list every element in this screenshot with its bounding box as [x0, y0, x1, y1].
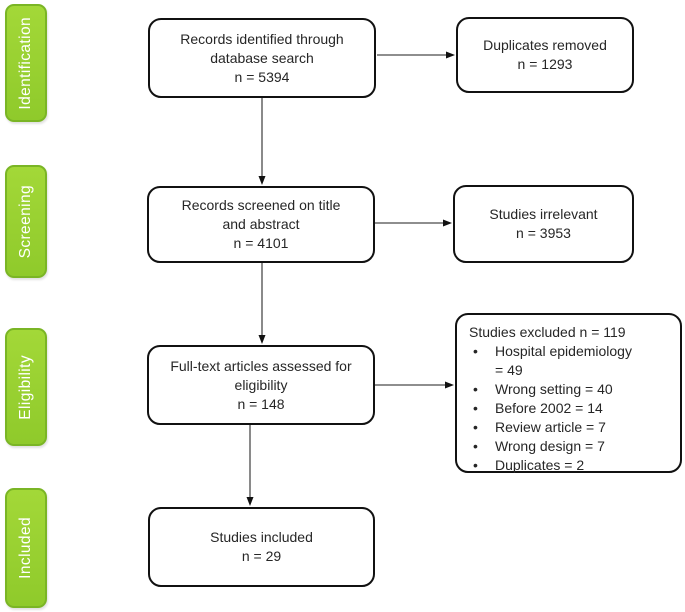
box-count: n = 4101: [233, 235, 289, 251]
stage-label-included: Included: [5, 488, 47, 608]
box-text-line: database search: [210, 49, 314, 66]
box-records-identified: Records identified through database sear…: [148, 18, 376, 98]
box-text-line: Records screened on title: [181, 197, 341, 213]
stage-label-text: Included: [17, 517, 34, 579]
excluded-reason-item: Hospital epidemiology = 49: [469, 342, 641, 380]
box-text-line: Duplicates removed: [483, 37, 607, 53]
box-text-line: Studies irrelevant: [489, 206, 598, 222]
box-count: n = 148: [237, 395, 285, 412]
box-fulltext-assessed: Full-text articles assessed for eligibil…: [147, 345, 375, 425]
excluded-reason-item: Wrong setting = 40: [469, 380, 641, 399]
box-text-line: Records identified through: [180, 30, 344, 47]
box-text-line: and abstract: [222, 216, 300, 232]
excluded-reason-item: Review article = 7: [469, 418, 641, 437]
stage-label-text: Eligibility: [17, 354, 34, 420]
box-count: n = 29: [241, 548, 282, 564]
box-studies-excluded: Studies excluded n = 119 Hospital epidem…: [455, 313, 682, 475]
excluded-title: Studies excluded n = 119: [469, 324, 626, 340]
stage-label-eligibility: Eligibility: [5, 328, 47, 446]
excluded-reason-item: Duplicates = 2: [469, 456, 641, 475]
box-count: n = 3953: [516, 225, 571, 241]
excluded-reason-item: Before 2002 = 14: [469, 399, 641, 418]
stage-label-identification: Identification: [5, 4, 47, 122]
box-count: n = 1293: [517, 56, 573, 72]
excluded-reasons-list: Hospital epidemiology = 49 Wrong setting…: [469, 342, 672, 475]
stage-label-screening: Screening: [5, 165, 47, 278]
stage-label-text: Screening: [17, 184, 34, 259]
box-studies-included: Studies included n = 29: [148, 507, 375, 587]
excluded-reason-item: Wrong design = 7: [469, 437, 641, 456]
stage-label-text: Identification: [17, 16, 34, 110]
box-count: n = 5394: [234, 68, 290, 85]
box-text-line: Full-text articles assessed for: [170, 357, 352, 374]
box-text-line: eligibility: [234, 376, 288, 393]
box-text-line: Studies included: [210, 529, 313, 545]
box-records-screened: Records screened on title and abstract n…: [147, 186, 375, 263]
box-studies-irrelevant: Studies irrelevant n = 3953: [453, 185, 634, 263]
box-duplicates-removed: Duplicates removed n = 1293: [456, 17, 634, 93]
